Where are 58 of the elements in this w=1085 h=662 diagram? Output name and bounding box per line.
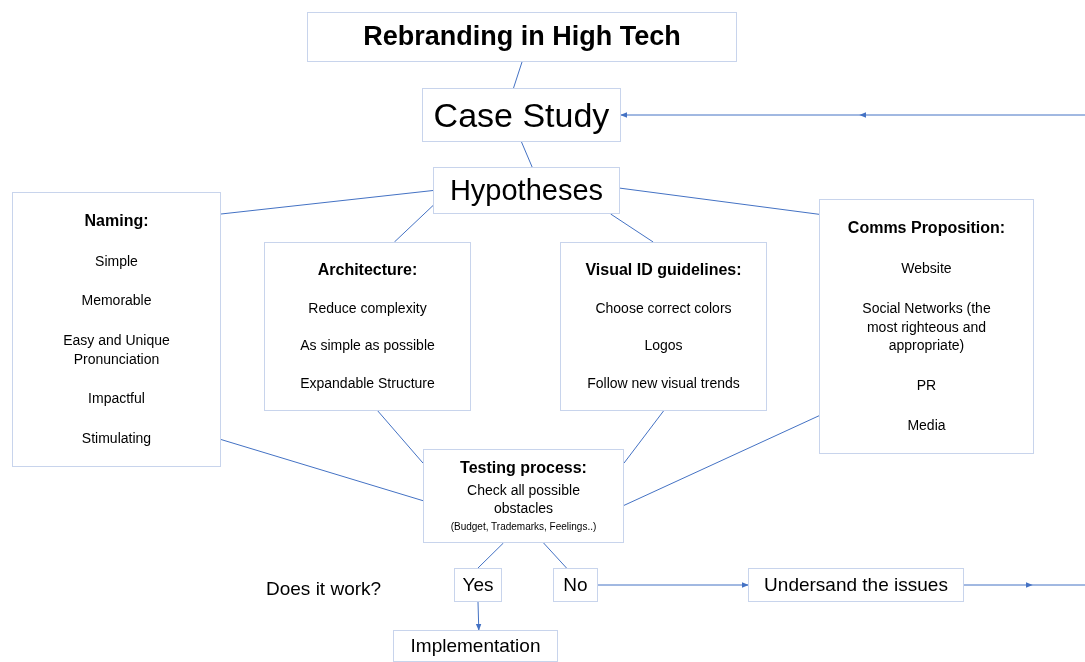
list-item: Social Networks (the most righteous and appropriate) bbox=[861, 298, 992, 356]
process-box bbox=[423, 449, 624, 543]
note: (Budget, Trademarks, Feelings..) bbox=[450, 521, 597, 534]
list-item: Reduce complexity bbox=[308, 298, 427, 318]
list-item: Simple bbox=[95, 251, 138, 271]
box-label: No bbox=[563, 573, 588, 597]
list-item: Website bbox=[901, 259, 952, 278]
process-box bbox=[393, 630, 558, 662]
box-heading: Visual ID guidelines: bbox=[585, 260, 742, 281]
box-heading: Naming: bbox=[84, 211, 149, 232]
connector-line bbox=[377, 410, 424, 464]
box-heading: Comms Proposition: bbox=[847, 218, 1006, 239]
connector-line bbox=[220, 439, 424, 502]
connector-line bbox=[521, 141, 533, 168]
title-box bbox=[307, 12, 737, 62]
list-item: Easy and Unique Pronunciation bbox=[62, 330, 171, 369]
connector-line bbox=[619, 187, 820, 215]
list-item: Impactful bbox=[88, 389, 145, 409]
list-item: Stimulating bbox=[81, 428, 152, 448]
list-item: Logos bbox=[644, 336, 683, 356]
list-item: Expandable Structure bbox=[300, 373, 435, 393]
arrow bbox=[475, 601, 482, 631]
list-item: Media bbox=[907, 415, 946, 435]
box-label: Undersand the issues bbox=[764, 573, 948, 597]
box-label: Hypotheses bbox=[449, 173, 604, 209]
process-box bbox=[433, 167, 620, 214]
title: Rebranding in High Tech bbox=[363, 20, 681, 54]
list-item: As simple as possible bbox=[300, 336, 435, 356]
box-label: Case Study bbox=[433, 94, 610, 136]
box-heading: Testing process: bbox=[460, 458, 587, 479]
process-box bbox=[422, 88, 621, 142]
arrow bbox=[963, 582, 1033, 588]
connector-line bbox=[623, 415, 820, 506]
category-box bbox=[560, 242, 767, 411]
list-item: Choose correct colors bbox=[595, 298, 732, 318]
list-item: Memorable bbox=[81, 291, 152, 311]
process-box bbox=[454, 568, 502, 602]
box-heading: Architecture: bbox=[317, 260, 418, 281]
arrow bbox=[597, 582, 749, 588]
connector-line bbox=[477, 542, 504, 569]
category-box bbox=[819, 199, 1034, 454]
connector-line bbox=[610, 213, 654, 243]
connector-line bbox=[513, 61, 523, 89]
category-box bbox=[12, 192, 221, 467]
process-box bbox=[553, 568, 598, 602]
connector-line bbox=[393, 205, 434, 243]
box-label: Implementation bbox=[410, 634, 541, 658]
connector-line bbox=[623, 410, 664, 464]
box-label: Yes bbox=[462, 573, 494, 597]
box-text: Check all possible obstacles bbox=[466, 482, 581, 518]
category-box bbox=[264, 242, 471, 411]
list-item: PR bbox=[916, 376, 937, 395]
question-label: Does it work? bbox=[266, 577, 382, 601]
process-box bbox=[748, 568, 964, 602]
list-item: Follow new visual trends bbox=[587, 373, 740, 393]
connector-line bbox=[220, 190, 434, 215]
arrow bbox=[620, 112, 1085, 118]
connector-line bbox=[543, 542, 567, 569]
